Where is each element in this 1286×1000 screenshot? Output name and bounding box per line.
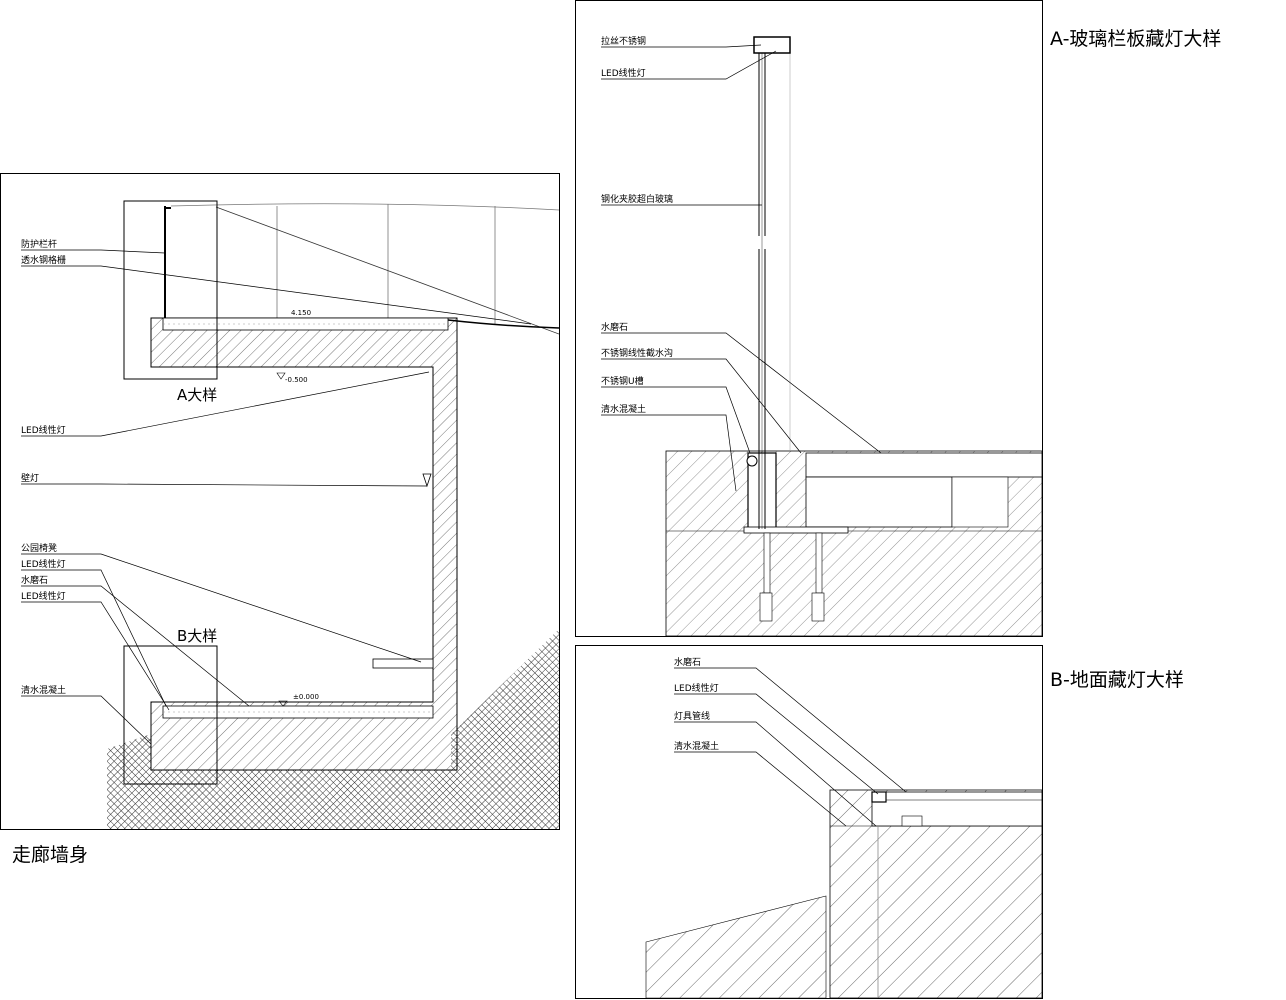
callout-box-a [123, 200, 218, 380]
wall-lamp [422, 473, 432, 488]
top-slab-finish [162, 317, 449, 331]
led-housing [871, 791, 887, 803]
label-terrazzo: 水磨石 [601, 321, 628, 333]
terrazzo-layer [871, 791, 1042, 827]
detail-b-title: B-地面藏灯大样 [1050, 669, 1184, 691]
label-glass: 钢化夹胶超白玻璃 [601, 193, 673, 205]
label-brushed-steel: 拉丝不锈钢 [601, 35, 646, 47]
facade-outline [170, 203, 559, 335]
detail-a-title: A-玻璃栏板藏灯大样 [1050, 28, 1222, 50]
elevation-mid: -0.500 [285, 376, 308, 384]
leader-lines-b [674, 667, 907, 827]
floor-lighting-detail-drawing: 水磨石 LED线性灯 灯具管线 清水混凝土 [645, 656, 1042, 998]
label-conduit: 灯具管线 [674, 710, 710, 722]
drain-grating [447, 319, 559, 329]
label-grating: 透水钢格栅 [21, 254, 66, 266]
label-concrete: 清水混凝土 [601, 403, 646, 415]
label-terrazzo: 水磨石 [674, 656, 701, 668]
glass-panel [758, 41, 791, 529]
ground-slope [645, 895, 827, 998]
glass-railing-detail-panel: 拉丝不锈钢 LED线性灯 钢化夹胶超白玻璃 水磨石 不锈钢线性截水沟 不锈钢U槽… [575, 0, 1043, 637]
label-terrazzo: 水磨石 [21, 574, 48, 586]
label-concrete: 清水混凝土 [674, 740, 719, 752]
concrete-wall-section [150, 317, 458, 771]
label-led: LED线性灯 [601, 67, 646, 79]
label-u-channel: 不锈钢U槽 [601, 375, 644, 387]
led-strip-in-channel [746, 455, 758, 467]
corridor-wall-title: 走廊墙身 [12, 844, 89, 866]
label-railing: 防护栏杆 [21, 238, 57, 250]
corridor-wall-section-drawing: A大样 B大样 4.150 -0.500 ±0.000 防护栏杆 透水钢格栅 L… [21, 200, 559, 829]
label-wall-lamp: 壁灯 [21, 472, 39, 484]
label-concrete: 清水混凝土 [21, 684, 66, 696]
callout-b-label: B大样 [177, 627, 217, 645]
elevation-floor: ±0.000 [293, 693, 319, 701]
leader-lines [21, 249, 532, 745]
ground-soil [107, 629, 559, 829]
callout-box-b [123, 645, 218, 785]
leader-lines-a [601, 44, 882, 492]
corridor-wall-section-panel: A大样 B大样 4.150 -0.500 ±0.000 防护栏杆 透水钢格栅 L… [0, 173, 560, 830]
label-led-2: LED线性灯 [21, 558, 66, 570]
label-led-3: LED线性灯 [21, 590, 66, 602]
terrazzo-floor [805, 452, 1042, 478]
label-led-1: LED线性灯 [21, 424, 66, 436]
label-drain: 不锈钢线性截水沟 [601, 347, 673, 359]
callout-a-label: A大样 [177, 386, 217, 404]
label-bench: 公园椅凳 [21, 542, 57, 554]
glass-railing-detail-drawing: 拉丝不锈钢 LED线性灯 钢化夹胶超白玻璃 水磨石 不锈钢线性截水沟 不锈钢U槽… [601, 35, 1042, 636]
label-led: LED线性灯 [674, 682, 719, 694]
floor-lighting-detail-panel: 水磨石 LED线性灯 灯具管线 清水混凝土 [575, 645, 1043, 999]
elevation-top: 4.150 [291, 309, 311, 317]
bench [372, 658, 434, 669]
